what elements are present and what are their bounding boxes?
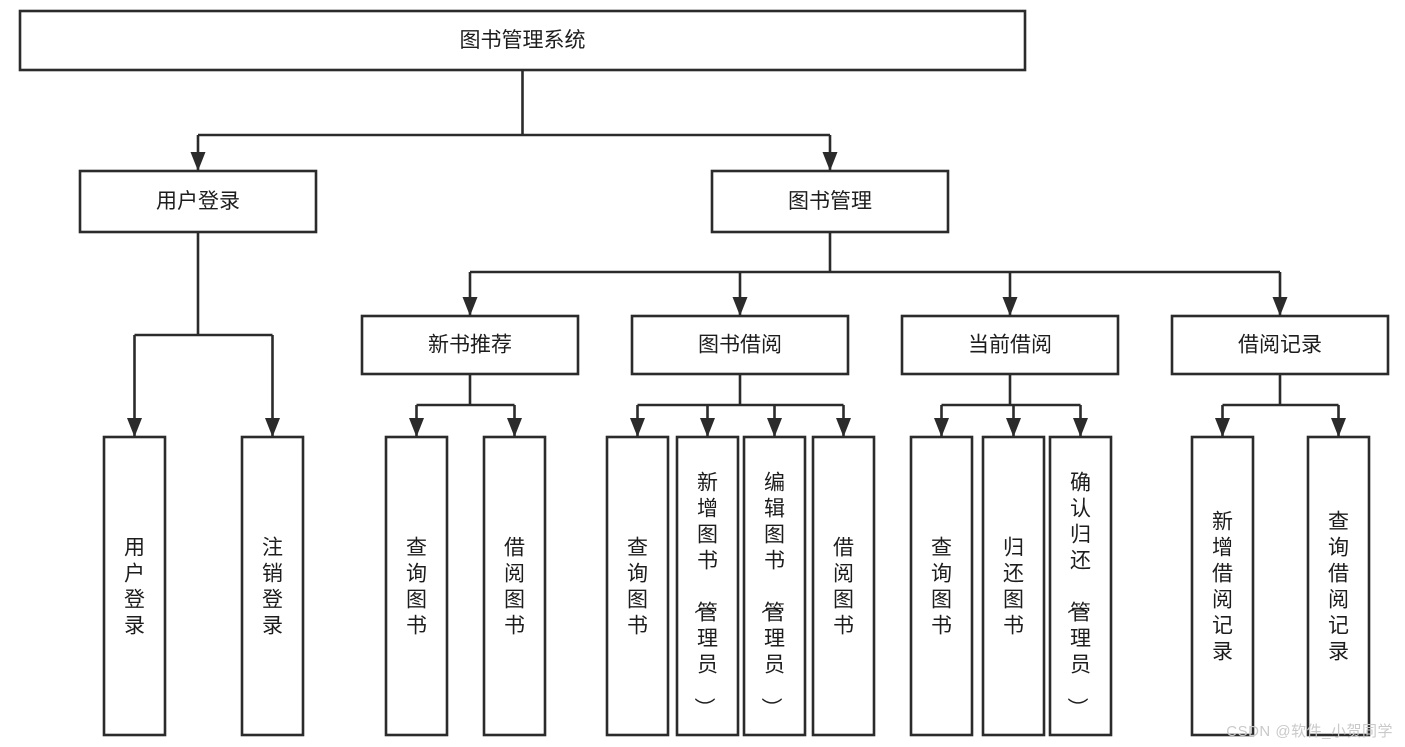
node-box-book-borrow xyxy=(630,314,850,376)
node-label-leaf-logout-login: 注销登录 xyxy=(262,536,283,637)
node-label-leaf-query-book-b: 查询图书 xyxy=(627,536,648,637)
node-label-borrow-record: 借阅记录 xyxy=(1238,334,1322,357)
arrow-head-icon xyxy=(700,418,715,437)
node-leaf-borrow-book-a[interactable]: 借阅图书 xyxy=(482,435,547,737)
arrow-head-icon xyxy=(1331,418,1346,437)
node-borrow-record[interactable]: 借阅记录 xyxy=(1170,314,1390,376)
node-box-current-borrow xyxy=(900,314,1120,376)
node-leaf-borrow-book-b[interactable]: 借阅图书 xyxy=(811,435,876,737)
arrow-head-icon xyxy=(1073,418,1088,437)
arrow-head-icon xyxy=(836,418,851,437)
node-box-leaf-query-book-c xyxy=(909,435,974,737)
node-label-leaf-borrow-book-a: 借阅图书 xyxy=(504,536,525,637)
node-leaf-add-book[interactable]: 新增图书（管理员） xyxy=(675,435,740,737)
connector-lines xyxy=(127,70,1346,437)
node-label-book-manage: 图书管理 xyxy=(788,190,872,213)
node-label-leaf-query-record: 查询借阅记录 xyxy=(1328,510,1349,663)
node-box-leaf-query-record xyxy=(1306,435,1371,737)
node-label-leaf-query-book-c: 查询图书 xyxy=(931,536,952,637)
node-leaf-query-book-a[interactable]: 查询图书 xyxy=(384,435,449,737)
node-label-leaf-edit-book: 编辑图书（管理员） xyxy=(759,471,785,718)
node-box-user-login xyxy=(78,169,318,234)
node-label-root: 图书管理系统 xyxy=(460,29,586,52)
arrow-head-icon xyxy=(507,418,522,437)
arrow-head-icon xyxy=(767,418,782,437)
node-box-leaf-user-login xyxy=(102,435,167,737)
arrow-head-icon xyxy=(1272,297,1288,316)
node-box-leaf-add-book xyxy=(675,435,740,737)
arrow-head-icon xyxy=(822,152,838,171)
arrow-head-icon xyxy=(732,297,748,316)
node-box-leaf-add-record xyxy=(1190,435,1255,737)
node-book-manage[interactable]: 图书管理 xyxy=(710,169,950,234)
node-label-current-borrow: 当前借阅 xyxy=(968,334,1052,357)
node-box-leaf-confirm-return xyxy=(1048,435,1113,737)
node-box-new-book-recommend xyxy=(360,314,580,376)
node-label-leaf-user-login: 用户登录 xyxy=(124,536,145,637)
node-box-leaf-borrow-book-a xyxy=(482,435,547,737)
node-label-leaf-add-book: 新增图书（管理员） xyxy=(692,471,718,718)
node-leaf-return-book[interactable]: 归还图书 xyxy=(981,435,1046,737)
node-box-borrow-record xyxy=(1170,314,1390,376)
node-leaf-edit-book[interactable]: 编辑图书（管理员） xyxy=(742,435,807,737)
node-leaf-user-login[interactable]: 用户登录 xyxy=(102,435,167,737)
node-leaf-logout-login[interactable]: 注销登录 xyxy=(240,435,305,737)
node-label-user-login: 用户登录 xyxy=(156,190,240,213)
watermark-text: CSDN @软件_小贺同学 xyxy=(1226,723,1393,740)
node-box-leaf-logout-login xyxy=(240,435,305,737)
arrow-head-icon xyxy=(462,297,478,316)
node-user-login[interactable]: 用户登录 xyxy=(78,169,318,234)
arrow-head-icon xyxy=(409,418,424,437)
node-leaf-query-book-c[interactable]: 查询图书 xyxy=(909,435,974,737)
node-label-leaf-return-book: 归还图书 xyxy=(1003,536,1024,637)
node-new-book-recommend[interactable]: 新书推荐 xyxy=(360,314,580,376)
arrow-head-icon xyxy=(1006,418,1021,437)
node-leaf-confirm-return[interactable]: 确认归还（管理员） xyxy=(1048,435,1113,737)
node-current-borrow[interactable]: 当前借阅 xyxy=(900,314,1120,376)
node-box-leaf-query-book-b xyxy=(605,435,670,737)
arrow-head-icon xyxy=(630,418,645,437)
node-box-book-manage xyxy=(710,169,950,234)
node-book-borrow[interactable]: 图书借阅 xyxy=(630,314,850,376)
node-leaf-query-book-b[interactable]: 查询图书 xyxy=(605,435,670,737)
node-label-new-book-recommend: 新书推荐 xyxy=(428,334,512,357)
node-boxes: 图书管理系统用户登录图书管理新书推荐图书借阅当前借阅借阅记录用户登录注销登录查询… xyxy=(18,9,1390,737)
node-box-leaf-edit-book xyxy=(742,435,807,737)
arrow-head-icon xyxy=(265,418,280,437)
node-label-leaf-add-record: 新增借阅记录 xyxy=(1212,510,1233,663)
node-label-leaf-borrow-book-b: 借阅图书 xyxy=(833,536,854,637)
node-root[interactable]: 图书管理系统 xyxy=(18,9,1027,72)
node-leaf-query-record[interactable]: 查询借阅记录 xyxy=(1306,435,1371,737)
node-box-root xyxy=(18,9,1027,72)
arrow-head-icon xyxy=(1002,297,1018,316)
node-box-leaf-query-book-a xyxy=(384,435,449,737)
node-label-leaf-confirm-return: 确认归还（管理员） xyxy=(1065,471,1091,718)
arrow-head-icon xyxy=(190,152,206,171)
node-box-leaf-borrow-book-b xyxy=(811,435,876,737)
node-box-leaf-return-book xyxy=(981,435,1046,737)
node-leaf-add-record[interactable]: 新增借阅记录 xyxy=(1190,435,1255,737)
arrow-head-icon xyxy=(1215,418,1230,437)
node-label-book-borrow: 图书借阅 xyxy=(698,334,782,357)
arrow-head-icon xyxy=(934,418,949,437)
arrow-head-icon xyxy=(127,418,142,437)
node-label-leaf-query-book-a: 查询图书 xyxy=(406,536,427,637)
